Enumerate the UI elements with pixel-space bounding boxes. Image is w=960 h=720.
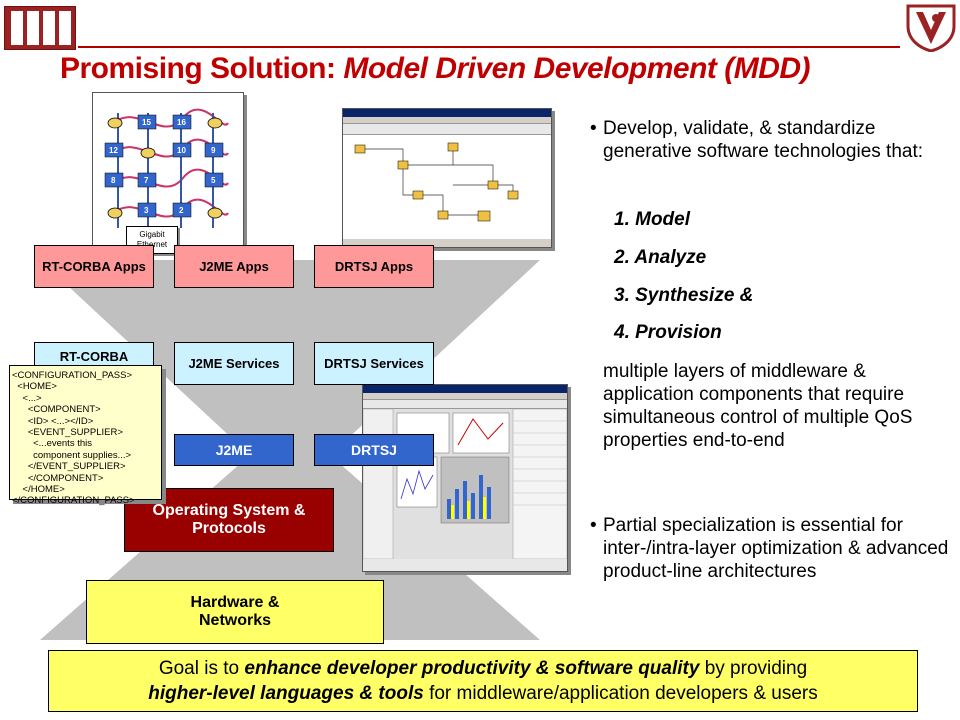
step-synthesize: 3. Synthesize & xyxy=(614,285,754,306)
xml-line: <...> xyxy=(12,392,42,404)
xml-line: component supplies...> xyxy=(12,449,132,461)
step-model: 1. Model xyxy=(614,209,691,230)
bullet-partial-specialization: • Partial specialization is essential fo… xyxy=(590,515,949,582)
title-emphasis: Model Driven Development (MDD) xyxy=(343,52,811,85)
vanderbilt-shield-logo xyxy=(906,4,956,52)
xml-line: </CONFIGURATION_PASS> xyxy=(12,495,135,507)
grid-number: 15 xyxy=(142,118,151,127)
grid-number: 2 xyxy=(179,206,184,215)
j2me-services-box: J2ME Services xyxy=(174,342,294,385)
goal-emphasis-quality: enhance developer productivity & softwar… xyxy=(244,658,700,679)
drtsj-apps-box: DRTSJ Apps xyxy=(314,245,434,288)
xml-line: <CONFIGURATION_PASS> xyxy=(12,370,133,381)
grid-number: 10 xyxy=(177,146,186,155)
step-provision: 4. Provision xyxy=(614,322,722,343)
grid-number: 16 xyxy=(177,118,186,127)
step-analyze: 2. Analyze xyxy=(614,247,707,268)
j2me-middleware-box: J2ME xyxy=(174,434,294,466)
grid-number: 9 xyxy=(211,146,216,155)
title-rule xyxy=(78,46,900,48)
page-title: Promising Solution: Model Driven Develop… xyxy=(60,52,811,85)
network-grid-image: 15 16 12 10 9 8 7 5 3 2 xyxy=(92,92,244,246)
xml-line: </COMPONENT> xyxy=(12,472,104,484)
grid-number: 12 xyxy=(109,146,118,155)
bullet-continuation: multiple layers of middleware & applicat… xyxy=(603,361,913,451)
goal-statement: Goal is to enhance developer productivit… xyxy=(48,650,918,712)
bullet-dot-icon: • xyxy=(590,118,597,139)
rt-corba-apps-box: RT-CORBA Apps xyxy=(34,245,154,288)
configuration-xml-note: <CONFIGURATION_PASS> <HOME> <...> <COMPO… xyxy=(9,365,162,506)
grid-number: 3 xyxy=(144,206,149,215)
grid-number: 5 xyxy=(211,176,216,185)
drtsj-services-box: DRTSJ Services xyxy=(314,342,434,385)
simulation-tool-screenshot xyxy=(362,384,568,572)
drtsj-middleware-box: DRTSJ xyxy=(314,434,434,466)
bullet-develop: • Develop, validate, & standardize gener… xyxy=(590,118,924,162)
xml-line: <ID> <...></ID> xyxy=(12,415,94,427)
j2me-apps-box: J2ME Apps xyxy=(174,245,294,288)
simulation-panels xyxy=(363,408,567,571)
xml-line: <COMPONENT> xyxy=(12,404,101,416)
xml-line: <EVENT_SUPPLIER> xyxy=(12,427,123,439)
hardware-networks-box: Hardware & Networks xyxy=(86,580,384,644)
grid-number: 8 xyxy=(111,176,116,185)
bullet-dot-icon: • xyxy=(590,515,597,536)
xml-line: <HOME> xyxy=(12,381,57,393)
isis-logo xyxy=(4,6,76,50)
goal-emphasis-tools: higher-level languages & tools xyxy=(148,683,424,704)
state-diagram-canvas xyxy=(343,135,551,247)
grid-number: 7 xyxy=(144,176,149,185)
modeling-tool-screenshot xyxy=(342,108,552,248)
xml-line: </HOME> xyxy=(12,484,65,496)
xml-line: </EVENT_SUPPLIER> xyxy=(12,461,126,473)
network-grid-diagram: 15 16 12 10 9 8 7 5 3 2 xyxy=(104,108,229,228)
xml-line: <...events this xyxy=(12,438,92,450)
